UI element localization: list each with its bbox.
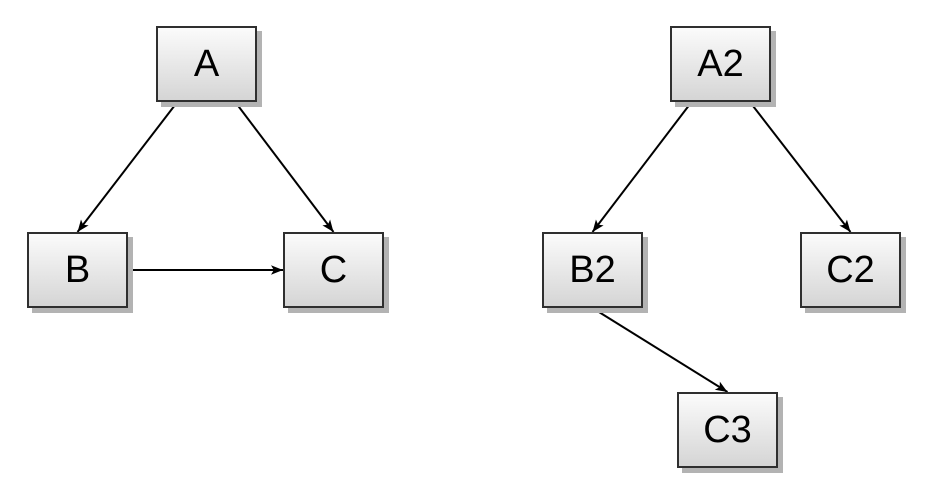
node-A[interactable]: A bbox=[156, 26, 257, 102]
node-B2[interactable]: B2 bbox=[542, 232, 643, 308]
node-label-B: B bbox=[64, 249, 91, 291]
node-label-C: C bbox=[319, 249, 348, 291]
node-C2[interactable]: C2 bbox=[800, 232, 901, 308]
node-label-A2: A2 bbox=[697, 43, 744, 85]
edge-A-C bbox=[234, 101, 335, 233]
edge-A-B bbox=[76, 101, 179, 233]
node-C3[interactable]: C3 bbox=[677, 392, 778, 468]
node-C[interactable]: C bbox=[283, 232, 384, 308]
node-label-C3: C3 bbox=[703, 409, 752, 451]
node-label-B2: B2 bbox=[569, 249, 616, 291]
edge-B2-C3 bbox=[591, 307, 729, 393]
node-label-C2: C2 bbox=[826, 249, 875, 291]
node-B[interactable]: B bbox=[27, 232, 128, 308]
node-label-A: A bbox=[193, 43, 220, 85]
edge-A2-B2 bbox=[591, 101, 693, 233]
node-A2[interactable]: A2 bbox=[670, 26, 771, 102]
edge-A2-C2 bbox=[749, 101, 852, 233]
